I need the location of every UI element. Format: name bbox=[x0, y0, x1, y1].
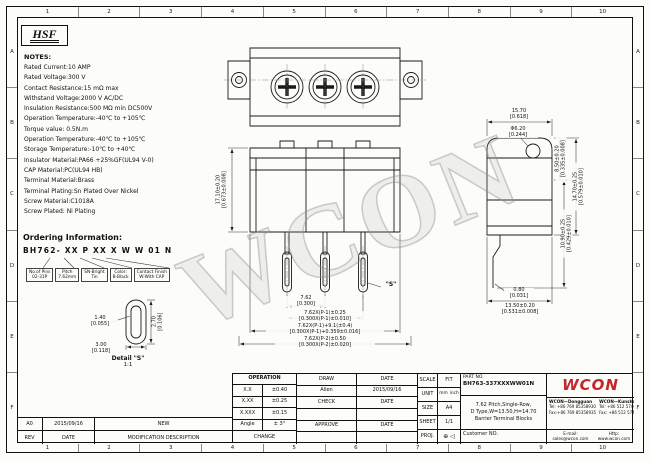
dim-lower-height: 10.90±0.25[0.429±0.010] bbox=[560, 209, 573, 258]
title-block: OPERATION X.X ±0.40 X.XX ±0.25 X.XXX ±0.… bbox=[232, 373, 634, 444]
dim-pitch-span: 7.62X(P-1)±0.25[0.300X(P-1)±0.010] bbox=[275, 310, 375, 323]
wcon-logo: WCON bbox=[547, 374, 634, 398]
ordering-code: BH762- XX P XX X W W 01 N bbox=[23, 246, 173, 255]
detail-dim-height: 2.70[0.106] bbox=[151, 301, 164, 342]
hsf-logo: HSF bbox=[21, 25, 68, 46]
wcon-contacts: WCON—Dongguan Tel: +86 769 85358930 Fax:… bbox=[547, 398, 634, 430]
notes-title: NOTES: bbox=[24, 53, 52, 61]
dim-hole-diameter: Φ6.20[0.244] bbox=[498, 126, 538, 139]
revision-header-row: REV DATE MODIFICATION DESCRIPTION bbox=[17, 431, 232, 444]
draw-label: DRAW bbox=[297, 374, 357, 386]
revision-table: A0 2015/09/16 NEW REV DATE MODIFICATION … bbox=[17, 417, 232, 444]
part-description: 7.62 Pitch,Single-Row, D Type,W=13.50,H=… bbox=[461, 396, 547, 430]
sheet-inner-frame bbox=[17, 17, 633, 443]
dim-body-height: 17.10±0.20[0.673±0.008] bbox=[215, 165, 228, 214]
projection-symbol-icon: ⊕ ◁ bbox=[438, 430, 461, 444]
section-s-label: "S" bbox=[385, 281, 397, 288]
draw-name: Allen bbox=[297, 385, 357, 398]
part-no-cell: PART NO. BH763-337XXXWW01N bbox=[461, 374, 547, 396]
ordering-info: Ordering Information: BH762- XX P XX X W… bbox=[23, 233, 223, 255]
dim-overall-length: 7.62X(P-1)+9.1(±0.4)[0.300X(P-1)+0.359±0… bbox=[266, 323, 384, 336]
hsf-logo-text: HSF bbox=[30, 27, 59, 43]
sheet-outer-frame bbox=[6, 6, 644, 453]
detail-caption: Detail "S" 1:1 bbox=[111, 355, 145, 368]
draw-date: 2015/09/16 bbox=[357, 385, 418, 398]
wcon-web-row: E-mail: sales@wcon.com Http: www.wcon.co… bbox=[552, 431, 631, 441]
legend-item: Color:B-Black bbox=[109, 268, 132, 283]
dim-pin-thickness: 0.80[0.031] bbox=[504, 287, 534, 300]
approve-label: APPROVE bbox=[297, 420, 357, 433]
dim-total-height: 14.70±0.25[0.579±0.010] bbox=[572, 162, 585, 211]
part-number: BH763-337XXXWW01N bbox=[463, 381, 535, 388]
dim-body-depth: 13.50±0.20[0.531±0.008] bbox=[493, 303, 547, 316]
detail-dim-slot-width: 1.40[0.055] bbox=[82, 315, 118, 328]
dim-top-width: 15.70[0.618] bbox=[494, 108, 544, 121]
revision-row: A0 2015/09/16 NEW bbox=[17, 418, 232, 431]
operation-header: OPERATION bbox=[233, 374, 297, 385]
dim-mount-span: 7.62X(P-2)±0.50[0.300X(P-2)±0.020] bbox=[275, 336, 375, 349]
detail-dim-width: 3.00[0.118] bbox=[84, 342, 118, 355]
ordering-title: Ordering Information: bbox=[23, 233, 123, 242]
change-header: CHANGE bbox=[233, 431, 297, 444]
check-label: CHECK bbox=[297, 397, 357, 409]
customer-no-cell: Customer NO. bbox=[461, 430, 547, 444]
notes-block: NOTES: Rated Current:10 AMP Rated Voltag… bbox=[24, 53, 154, 216]
dim-pitch: 7.62[0.300] bbox=[286, 295, 326, 308]
dim-cap-height: 8.50±0.20[0.335±0.008] bbox=[554, 134, 567, 183]
